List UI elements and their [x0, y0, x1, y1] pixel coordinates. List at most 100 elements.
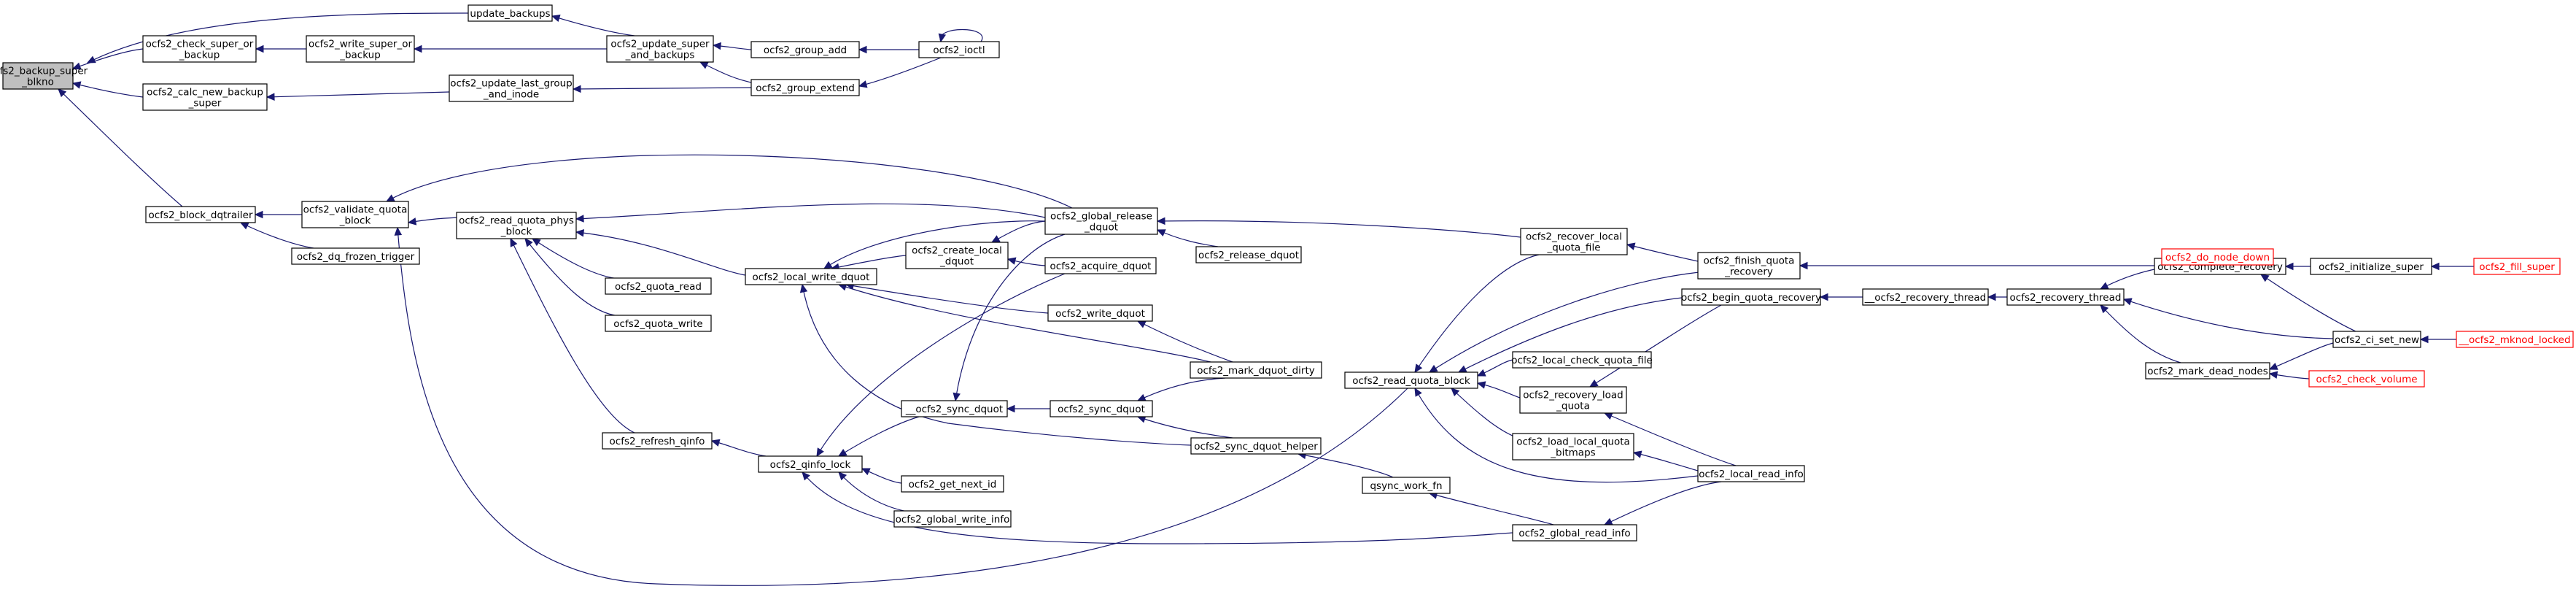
node-sync-dquot-helper[interactable]: ocfs2_sync_dquot_helper: [1190, 437, 1322, 455]
node-box: [750, 79, 860, 96]
node-label: ocfs2_sync_dquot: [1058, 404, 1145, 415]
edge-update_last-to-group_extend: [572, 85, 752, 93]
edge-load_local-to-local_read_info: [1632, 450, 1699, 471]
node-box: [2310, 258, 2432, 275]
node-local-read-info[interactable]: ocfs2_local_read_info: [1697, 465, 1805, 482]
arrowhead-icon: [2284, 262, 2294, 271]
node-local-check[interactable]: ocfs2_local_check_quota_file: [1511, 351, 1653, 369]
edge-line: [72, 48, 144, 69]
node-finish-quota[interactable]: ocfs2_finish_quota_recovery: [1697, 252, 1801, 280]
node-sync-dquot[interactable]: ocfs2_sync_dquot: [1050, 400, 1153, 417]
node-label: ocfs2_block_dqtrailer: [149, 209, 253, 221]
node-update-backups[interactable]: update_backups: [468, 4, 553, 22]
node-dq-frozen[interactable]: ocfs2_dq_frozen_trigger: [291, 247, 420, 265]
arrowhead-icon: [837, 449, 847, 457]
node---recovery-thread[interactable]: __ocfs2_recovery_thread: [1862, 288, 1989, 306]
node-recover-local[interactable]: ocfs2_recover_local_quota_file: [1520, 228, 1628, 255]
node-global-release[interactable]: ocfs2_global_release_dquot: [1044, 207, 1158, 235]
node-calc-new[interactable]: ocfs2_calc_new_backup_super: [142, 83, 268, 111]
node-quota-write[interactable]: ocfs2_quota_write: [605, 315, 712, 332]
node-refresh-qinfo[interactable]: ocfs2_refresh_qinfo: [602, 432, 713, 450]
node-box: [893, 510, 1012, 528]
node-initialize-super[interactable]: ocfs2_initialize_super: [2310, 258, 2432, 275]
node-release-dquot[interactable]: ocfs2_release_dquot: [1195, 246, 1302, 263]
edge-line: [1604, 412, 1737, 466]
node-create-local[interactable]: ocfs2_create_local_dquot: [905, 242, 1009, 269]
node-fill-super[interactable]: ocfs2_fill_super: [2473, 258, 2561, 275]
node-write-super[interactable]: ocfs2_write_super_or_backup: [306, 35, 415, 63]
node-block-dqtrailer[interactable]: ocfs2_block_dqtrailer: [145, 206, 256, 223]
node-label: _dquot: [1084, 222, 1118, 234]
node-check-volume[interactable]: ocfs2_check_volume: [2308, 370, 2425, 388]
node-global-read-info[interactable]: ocfs2_global_read_info: [1512, 524, 1637, 542]
node-do-node-down[interactable]: ocfs2_do_node_down: [2161, 248, 2274, 266]
arrowhead-icon: [385, 194, 395, 202]
edge-line: [510, 238, 635, 434]
arrowhead-icon: [710, 439, 721, 447]
arrowhead-icon: [407, 217, 417, 226]
node-root[interactable]: ocfs2_backup_super_blkno: [0, 62, 88, 90]
edge-line: [58, 88, 183, 207]
edge-update_super-to-group_add: [712, 42, 752, 50]
node-begin-quota[interactable]: ocfs2_begin_quota_recovery: [1681, 288, 1821, 306]
arrowhead-icon: [1476, 369, 1486, 377]
node-write-dquot[interactable]: ocfs2_write_dquot: [1047, 304, 1153, 322]
node-qsync-work-fn[interactable]: qsync_work_fn: [1362, 477, 1451, 494]
node-read-quota-phys[interactable]: ocfs2_read_quota_phys_block: [456, 212, 577, 239]
node-quota-read[interactable]: ocfs2_quota_read: [605, 277, 712, 295]
node-global-write-info[interactable]: ocfs2_global_write_info: [893, 510, 1012, 528]
arrowhead-icon: [575, 215, 584, 223]
edge-line: [838, 416, 920, 457]
edge-root-to-check_super: [71, 48, 144, 70]
node-mark-dead[interactable]: ocfs2_mark_dead_nodes: [2145, 362, 2270, 380]
node-get-next-id[interactable]: ocfs2_get_next_id: [901, 475, 1004, 493]
node-label: _block: [500, 226, 532, 238]
node-mark-dquot-dirty[interactable]: ocfs2_mark_dquot_dirty: [1190, 361, 1322, 379]
node-label: ocfs2_local_check_quota_file: [1511, 355, 1653, 366]
node---sync-dquot[interactable]: __ocfs2_sync_dquot: [901, 400, 1008, 417]
edge-line: [386, 154, 1073, 209]
node-label: _and_inode: [483, 89, 539, 101]
node-group-extend[interactable]: ocfs2_group_extend: [750, 79, 860, 96]
node-label: _block: [339, 215, 371, 227]
node-label: qsync_work_fn: [1370, 480, 1442, 492]
edge-refresh_qinfo-to-qinfo_lock: [710, 439, 767, 457]
edge-root-to-calc_new: [71, 81, 144, 98]
edge-line: [532, 238, 621, 280]
node-local-write-dquot[interactable]: ocfs2_local_write_dquot: [745, 268, 877, 285]
node-acquire-dquot[interactable]: ocfs2_acquire_dquot: [1044, 257, 1157, 274]
node-qinfo-lock[interactable]: ocfs2_qinfo_lock: [758, 455, 863, 473]
node-load-local[interactable]: ocfs2_load_local_quota_bitmaps: [1512, 433, 1634, 461]
node-recovery-load[interactable]: ocfs2_recovery_load_quota: [1519, 386, 1627, 414]
node-recovery-thread[interactable]: ocfs2_recovery_thread: [2006, 288, 2125, 306]
node-ioctl[interactable]: ocfs2_ioctl: [918, 41, 1000, 58]
node-update-super[interactable]: ocfs2_update_super_and_backups: [606, 35, 714, 63]
node-ci-set-new[interactable]: ocfs2_ci_set_new: [2332, 331, 2421, 348]
node-box: [1195, 246, 1302, 263]
node-validate-quota[interactable]: ocfs2_validate_quota_block: [301, 201, 409, 228]
edge-line: [845, 284, 1049, 314]
node-box: [758, 455, 863, 473]
node-box: [745, 268, 877, 285]
node-mknod-locked[interactable]: __ocfs2_mknod_locked: [2456, 331, 2574, 348]
node-label: ocfs2_check_volume: [2316, 374, 2417, 385]
arrowhead-icon: [816, 447, 824, 458]
node-box: [2161, 248, 2274, 266]
edge-line: [802, 284, 1192, 446]
node-check-super[interactable]: ocfs2_check_super_or_backup: [142, 35, 257, 63]
edge-line: [266, 91, 450, 98]
node-label: ocfs2_finish_quota: [1704, 255, 1795, 267]
edge-local_write_dquot-to-sync_dquot_helper: [799, 283, 1192, 446]
arrowhead-icon: [572, 85, 581, 93]
arrowhead-icon: [394, 226, 403, 236]
node-read-quota-block[interactable]: ocfs2_read_quota_block: [1344, 371, 1478, 389]
arrowhead-icon: [802, 471, 810, 481]
arrowhead-icon: [2419, 335, 2429, 344]
arrowhead-icon: [1799, 261, 1808, 270]
node-group-add[interactable]: ocfs2_group_add: [750, 41, 860, 58]
node-update-last[interactable]: ocfs2_update_last_group_and_inode: [449, 74, 574, 102]
edge-line: [2100, 304, 2181, 363]
edge-initialize_super-to-fill_super: [2430, 262, 2474, 271]
node-box: [1520, 228, 1628, 255]
